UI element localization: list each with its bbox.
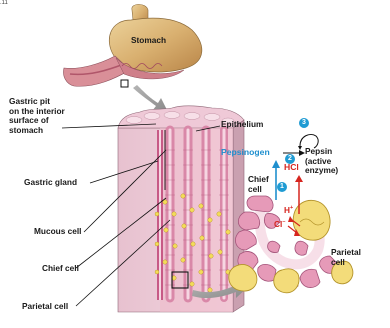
- chief-cell-label-left: Chief cell: [42, 264, 79, 274]
- hydrogen-ion-label: H+: [284, 206, 293, 216]
- chief-cell-label-right: Chief cell: [248, 175, 269, 194]
- zoom-arrow-upper: [133, 85, 168, 112]
- mucous-cell-label: Mucous cell: [34, 227, 82, 237]
- parietal-cell-label-right: Parietal cell: [331, 248, 361, 267]
- epithelium-label: Epithelium: [221, 120, 263, 130]
- gastric-pit-label: Gastric pit on the interior surface of s…: [9, 97, 65, 135]
- gastric-gland-label: Gastric gland: [24, 178, 77, 188]
- step-2-badge: 2: [285, 154, 295, 164]
- stomach-illustration: [63, 4, 201, 87]
- parietal-cell-label-left: Parietal cell: [22, 302, 68, 312]
- pepsinogen-label: Pepsinogen: [221, 148, 270, 158]
- hcl-label: HCl: [284, 163, 299, 173]
- step-1-badge: 1: [277, 182, 287, 192]
- pepsin-label: Pepsin (active enzyme): [305, 147, 338, 176]
- gastric-tissue-block: [118, 106, 244, 312]
- step-3-badge: 3: [299, 118, 309, 128]
- figure-number: .11: [0, 0, 8, 6]
- stomach-label: Stomach: [131, 36, 166, 46]
- chloride-ion-label: Cl–: [274, 220, 285, 230]
